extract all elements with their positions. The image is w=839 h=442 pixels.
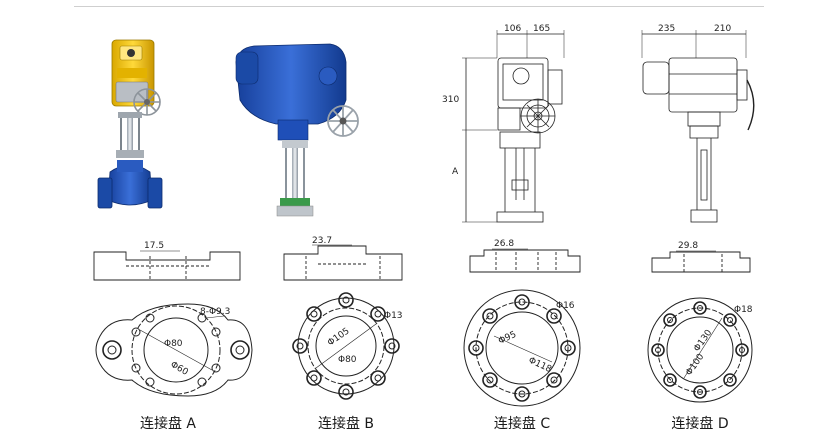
caption-flange-d: 连接盘 D <box>671 416 729 432</box>
dim-d-width-left: 235 <box>658 24 675 34</box>
flange-d-holes: Φ18 <box>734 305 753 315</box>
drawing-c <box>462 30 565 223</box>
flange-a-plan <box>95 303 253 397</box>
flange-d-inner-dia: Φ100 <box>684 352 706 378</box>
flange-c-thickness: 26.8 <box>494 239 514 249</box>
flange-a-inner-dia: Φ60 <box>169 360 190 378</box>
flange-a-thickness: 17.5 <box>144 241 164 251</box>
flange-b-thickness: 23.7 <box>312 236 332 246</box>
flange-a-outer-pcd: Φ80 <box>164 339 183 349</box>
caption-flange-a: 连接盘 A <box>139 416 197 432</box>
flange-b-inner-dia: Φ80 <box>338 355 357 365</box>
drawing-d <box>641 30 755 223</box>
flange-b-plan <box>292 292 400 400</box>
dim-c-width-left: 106 <box>504 24 521 34</box>
flange-c-side <box>469 248 581 273</box>
flange-c-holes: Φ16 <box>556 301 575 311</box>
dim-d-width-right: 210 <box>714 24 731 34</box>
caption-flange-b: 连接盘 B <box>317 416 375 432</box>
flange-b-outer-pcd: Φ105 <box>326 326 352 348</box>
flange-a-holes: 8-Φ9.3 <box>200 307 230 317</box>
dim-c-height-top: 310 <box>442 95 459 105</box>
top-divider <box>74 6 764 7</box>
flange-c-plan <box>463 289 581 407</box>
flange-d-thickness: 29.8 <box>678 241 698 251</box>
flange-b-holes: Φ13 <box>384 311 403 321</box>
dim-c-width-right: 165 <box>533 24 550 34</box>
flange-a-side <box>93 250 241 281</box>
flange-c-inner-dia: Φ95 <box>497 330 518 347</box>
flange-c-outer-pcd: Φ118 <box>527 356 553 375</box>
caption-flange-c: 连接盘 C <box>493 416 551 432</box>
flange-d-plan <box>647 297 753 403</box>
flange-d-side <box>651 250 751 273</box>
product-a-illustration <box>97 39 163 209</box>
dim-c-height-bottom: A <box>452 167 459 177</box>
flange-d-outer-pcd: Φ130 <box>692 328 714 354</box>
product-b-illustration <box>235 43 359 217</box>
flange-b-side <box>283 244 403 281</box>
